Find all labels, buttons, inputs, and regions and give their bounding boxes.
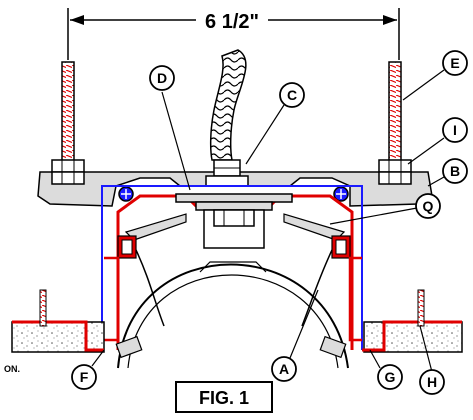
svg-text:I: I — [453, 122, 457, 138]
housing-outline-blue — [101, 185, 363, 350]
callout-E: E — [402, 50, 468, 101]
svg-text:Q: Q — [423, 198, 434, 214]
svg-text:C: C — [287, 87, 297, 103]
callout-B: B — [427, 158, 468, 187]
junction-box — [203, 209, 265, 249]
svg-text:D: D — [157, 70, 167, 86]
callout-C: C — [245, 82, 305, 165]
callout-A: A — [271, 289, 319, 382]
svg-text:G: G — [385, 369, 396, 385]
threaded-rod-left — [61, 61, 75, 173]
lens-clip-left — [115, 335, 143, 359]
ceiling-left — [11, 289, 105, 353]
lens — [117, 261, 349, 369]
dimension-6-1-2: 6 1/2" — [67, 8, 400, 60]
lamp-socket-right — [331, 235, 351, 259]
svg-text:B: B — [450, 163, 460, 179]
svg-text:E: E — [450, 55, 459, 71]
ceiling-right — [362, 289, 463, 353]
side-rail-right — [348, 256, 362, 342]
svg-text:A: A — [279, 361, 289, 377]
hex-nut-left — [51, 159, 85, 185]
conduit-connector — [205, 159, 249, 187]
threaded-rod-right — [388, 61, 402, 173]
callout-Q: Q — [329, 193, 441, 225]
wire-right — [301, 249, 333, 327]
dimension-arrow-right — [383, 15, 397, 25]
svg-text:FIG. 1: FIG. 1 — [199, 388, 249, 408]
dimension-label: 6 1/2" — [205, 11, 259, 33]
flexible-conduit — [209, 49, 247, 161]
lens-clip-right — [319, 335, 347, 359]
cropped-text-fragment: ON. — [4, 364, 20, 374]
svg-text:F: F — [80, 369, 89, 385]
mounting-plate — [175, 193, 293, 211]
callout-D: D — [149, 65, 191, 191]
dimension-arrow-left — [70, 15, 84, 25]
bracket-screw-left — [118, 186, 134, 202]
hex-nut-right — [378, 159, 412, 185]
figure-label: FIG. 1 — [175, 381, 273, 413]
svg-text:H: H — [427, 374, 437, 390]
lamp-socket-left — [117, 235, 137, 259]
callout-H: H — [419, 325, 445, 395]
callout-I: I — [407, 117, 468, 165]
callout-G: G — [369, 349, 403, 390]
wire-left — [135, 249, 165, 327]
side-rail-left — [104, 256, 120, 342]
callout-F: F — [71, 349, 105, 390]
